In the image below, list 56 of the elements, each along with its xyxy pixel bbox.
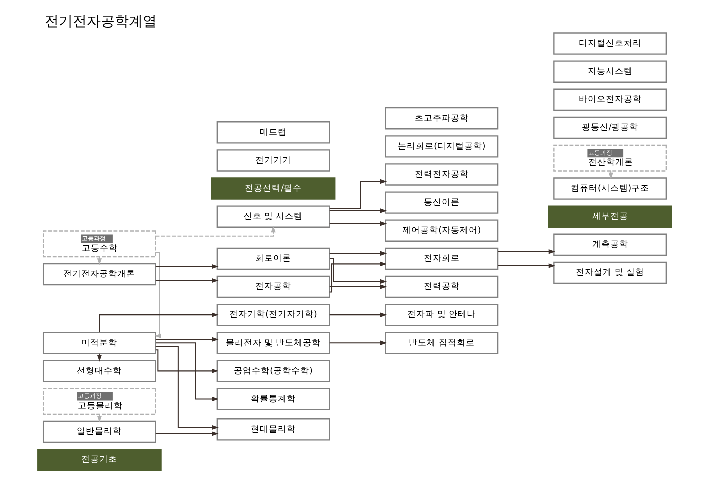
node-box: 신호 및 시스템 bbox=[216, 206, 330, 228]
arrow bbox=[154, 252, 161, 338]
arrow bbox=[98, 312, 218, 332]
arrow bbox=[329, 262, 387, 293]
arrow bbox=[329, 284, 387, 290]
node-box: 전자기학(전기자기학) bbox=[216, 304, 330, 326]
node-box: 제어공학(자동제어) bbox=[384, 220, 498, 242]
node-box: 통신이론 bbox=[384, 192, 498, 214]
node-box: 디지털신호처리 bbox=[553, 32, 666, 55]
node-box: 확률통계학 bbox=[216, 388, 330, 410]
node-box: 전력공학 bbox=[384, 276, 498, 298]
arrow bbox=[155, 337, 218, 342]
arrow bbox=[155, 350, 218, 374]
node-box: 전자파 및 안테나 bbox=[384, 304, 498, 326]
arrow bbox=[155, 346, 218, 430]
arrow bbox=[329, 222, 387, 226]
node-box: 계측공학 bbox=[553, 234, 666, 256]
node-box: 전기기기 bbox=[216, 150, 330, 172]
node-box: 공업수학(공학수학) bbox=[216, 360, 330, 382]
node-box: 전자회로 bbox=[384, 248, 498, 270]
arrow bbox=[155, 226, 276, 237]
node-box: 미적분학 bbox=[42, 332, 156, 354]
node-box: 전자설계 및 실험 bbox=[553, 262, 666, 284]
node-box: 물리전자 및 반도체공학 bbox=[216, 332, 330, 354]
node-box: 전력전자공학 bbox=[384, 164, 498, 186]
node-box: 현대물리학 bbox=[216, 418, 330, 441]
arrow bbox=[155, 278, 218, 284]
node-box: 초고주파공학 bbox=[384, 108, 498, 130]
arrow bbox=[155, 264, 218, 270]
arrow bbox=[329, 340, 387, 346]
node-box: 일반물리학 bbox=[42, 420, 156, 444]
node-box: 전공기초 bbox=[37, 448, 162, 472]
node-box: 논리회로(디지털공학) bbox=[384, 136, 498, 158]
node-box: 세부전공 bbox=[548, 206, 672, 228]
node-box: 회로이론 bbox=[216, 248, 330, 270]
node-box: 전자공학 bbox=[216, 276, 330, 298]
arrow bbox=[329, 258, 387, 284]
arrow bbox=[329, 208, 387, 214]
node-box: 광통신/광공학 bbox=[553, 116, 666, 140]
arrow bbox=[96, 257, 102, 266]
node-box: 반도체 집적회로 bbox=[384, 332, 498, 354]
arrow bbox=[329, 251, 387, 256]
node-box: 바이오전자공학 bbox=[553, 88, 666, 112]
arrow bbox=[498, 250, 556, 254]
node-box: 전기전자공학개론 bbox=[42, 263, 156, 286]
diagram-title: 전기전자공학계열 bbox=[44, 14, 156, 30]
node-box: 선형대수학 bbox=[42, 360, 156, 382]
node-box: 전공선택/필수 bbox=[210, 178, 336, 200]
arrow bbox=[498, 264, 556, 268]
node-box: 컴퓨터(시스템)구조 bbox=[553, 178, 666, 200]
node-box: 매트랩 bbox=[216, 122, 330, 144]
arrow bbox=[329, 179, 387, 210]
arrow bbox=[156, 342, 218, 402]
arrow bbox=[329, 312, 387, 318]
arrow bbox=[155, 432, 218, 436]
node-box: 지능시스템 bbox=[553, 60, 666, 83]
